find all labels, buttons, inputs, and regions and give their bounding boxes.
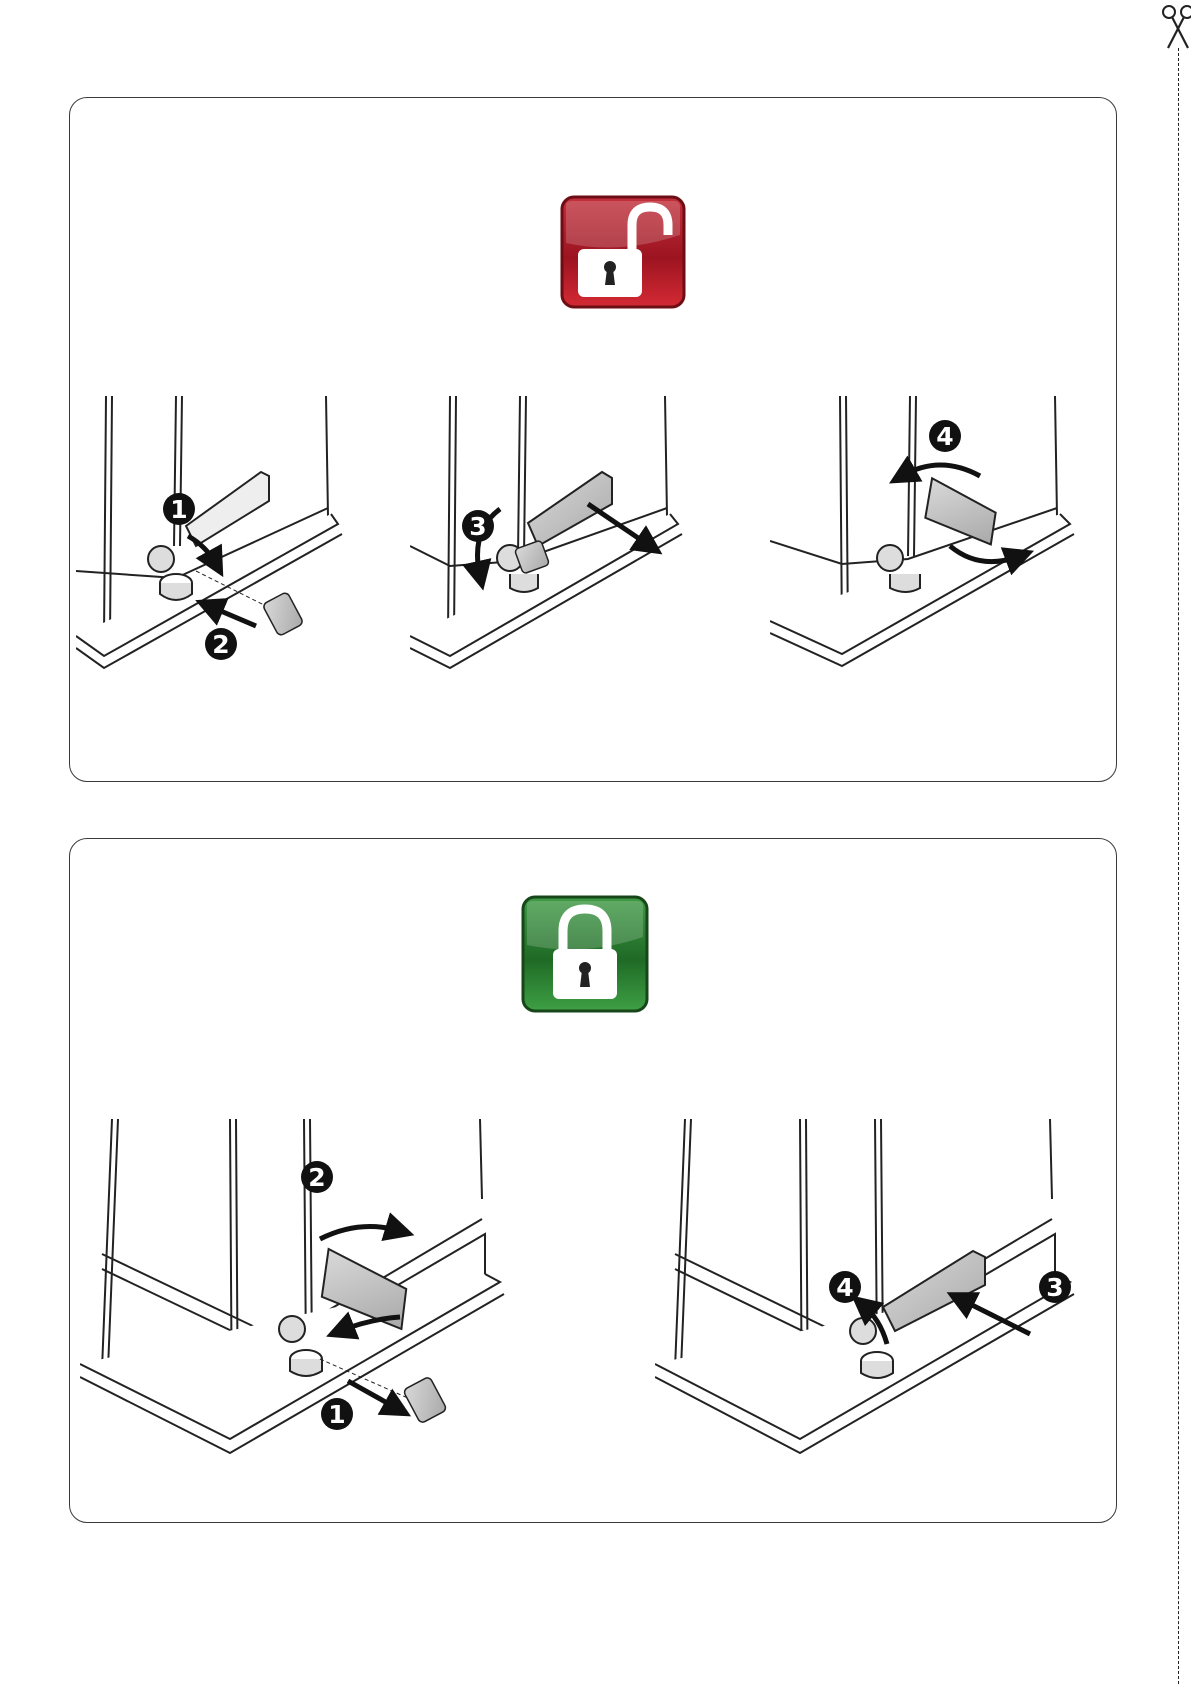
lock-step-number-2: 2 <box>308 1163 325 1192</box>
cut-line <box>1178 48 1179 1684</box>
lock-panel: 2 1 4 3 <box>69 838 1117 1523</box>
lock-steps-1-2-illustration: 2 1 <box>80 1119 520 1469</box>
lock-step-number-1: 1 <box>328 1400 345 1429</box>
step-number-1: 1 <box>170 495 187 524</box>
lock-steps-3-4-illustration: 4 3 <box>655 1119 1095 1469</box>
step-number-3: 3 <box>469 512 486 541</box>
lock-step-number-4: 4 <box>836 1273 853 1302</box>
locked-padlock-icon <box>521 895 649 1013</box>
unlock-steps-1-2-illustration: 1 2 <box>76 396 376 681</box>
lock-step-number-3: 3 <box>1046 1273 1063 1302</box>
unlocked-padlock-icon <box>560 195 686 309</box>
scissors-icon <box>1158 4 1191 50</box>
unlock-step-4-illustration: 4 <box>770 396 1095 681</box>
unlock-panel: 1 2 3 4 <box>69 97 1117 782</box>
step-number-4: 4 <box>936 422 953 451</box>
step-number-2: 2 <box>212 630 229 659</box>
unlock-step-3-illustration: 3 <box>410 396 710 681</box>
